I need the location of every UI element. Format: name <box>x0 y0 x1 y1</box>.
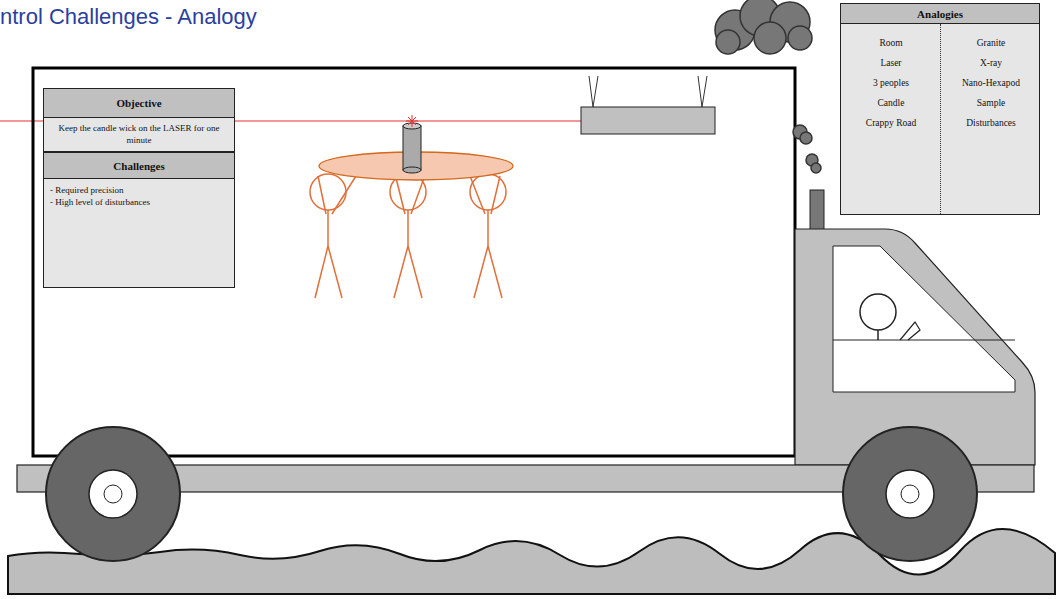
cab-window <box>833 246 1015 392</box>
box-body: Keep the candle wick on the LASER for on… <box>44 118 234 150</box>
box-heading: Challenges <box>44 153 234 179</box>
table-cell: Granite <box>941 37 1041 49</box>
table-cell: X-ray <box>941 57 1041 69</box>
candle <box>403 115 421 173</box>
table-cell: Laser <box>841 57 941 69</box>
table-cell: Nano-Hexapod <box>941 77 1041 89</box>
box-heading: Analogies <box>841 4 1039 24</box>
list-item: - Required precision <box>44 184 234 196</box>
laser-source <box>581 107 715 134</box>
slide-title: ntrol Challenges - Analogy <box>0 4 257 30</box>
table-cell: Sample <box>941 97 1041 109</box>
smoke <box>715 0 821 173</box>
column-divider <box>940 24 941 214</box>
info-box: ObjectiveKeep the candle wick on the LAS… <box>43 88 235 152</box>
cargo-box <box>33 68 795 456</box>
wheel <box>843 427 977 561</box>
three-people <box>310 174 506 298</box>
info-box: Challenges - Required precision- High lev… <box>43 152 235 288</box>
table-cell: 3 peoples <box>841 77 941 89</box>
table-cell: Disturbances <box>941 117 1041 129</box>
analogy-table: AnalogiesRoomGraniteLaserX-ray3 peoplesN… <box>840 3 1040 215</box>
table-cell: Candle <box>841 97 941 109</box>
list-item: - High level of disturbances <box>44 196 234 208</box>
table-cell: Crappy Road <box>841 117 941 129</box>
wheel <box>46 427 180 561</box>
box-heading: Objective <box>44 89 234 118</box>
table-cell: Room <box>841 37 941 49</box>
driver <box>860 294 896 330</box>
